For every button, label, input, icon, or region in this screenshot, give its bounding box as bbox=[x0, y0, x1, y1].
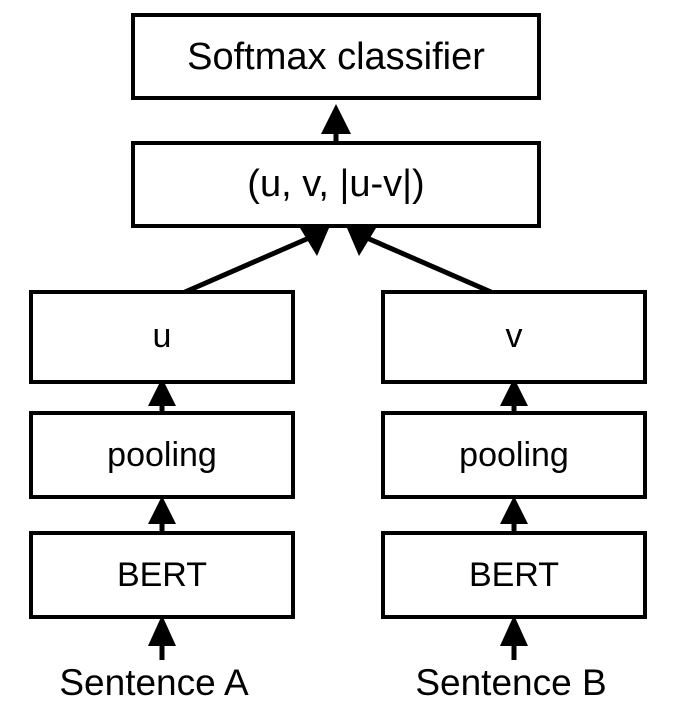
edge-bert-left-to-pooling-left bbox=[148, 496, 176, 533]
sentence-b-label: Sentence B bbox=[415, 662, 606, 703]
edge-sentence-a-to-bert bbox=[148, 615, 176, 660]
u-vector-label: u bbox=[153, 317, 172, 355]
v-vector-label: v bbox=[506, 317, 523, 355]
edge-pooling-left-to-u bbox=[148, 378, 176, 413]
edge-v-to-concat bbox=[347, 228, 492, 295]
node-bert-left: BERT bbox=[29, 531, 295, 619]
edge-u-to-concat bbox=[184, 228, 329, 295]
node-softmax-classifier: Softmax classifier bbox=[131, 13, 541, 100]
edge-concat-to-softmax bbox=[321, 104, 351, 143]
node-pooling-left: pooling bbox=[29, 411, 295, 499]
bert-left-label: BERT bbox=[117, 556, 207, 594]
edge-bert-right-to-pooling-right bbox=[500, 496, 528, 533]
node-v-vector: v bbox=[381, 290, 647, 384]
sentence-a-label: Sentence A bbox=[59, 662, 249, 703]
concat-features-label: (u, v, |u-v|) bbox=[247, 163, 424, 205]
bert-right-label: BERT bbox=[469, 556, 559, 594]
edge-pooling-right-to-v bbox=[500, 378, 528, 413]
pooling-right-label: pooling bbox=[459, 436, 569, 474]
softmax-classifier-label: Softmax classifier bbox=[187, 36, 485, 78]
node-pooling-right: pooling bbox=[381, 411, 647, 499]
node-concat-features: (u, v, |u-v|) bbox=[131, 141, 541, 228]
edge-sentence-b-to-bert bbox=[500, 615, 528, 660]
node-bert-right: BERT bbox=[381, 531, 647, 619]
node-u-vector: u bbox=[29, 290, 295, 384]
pooling-left-label: pooling bbox=[107, 436, 217, 474]
